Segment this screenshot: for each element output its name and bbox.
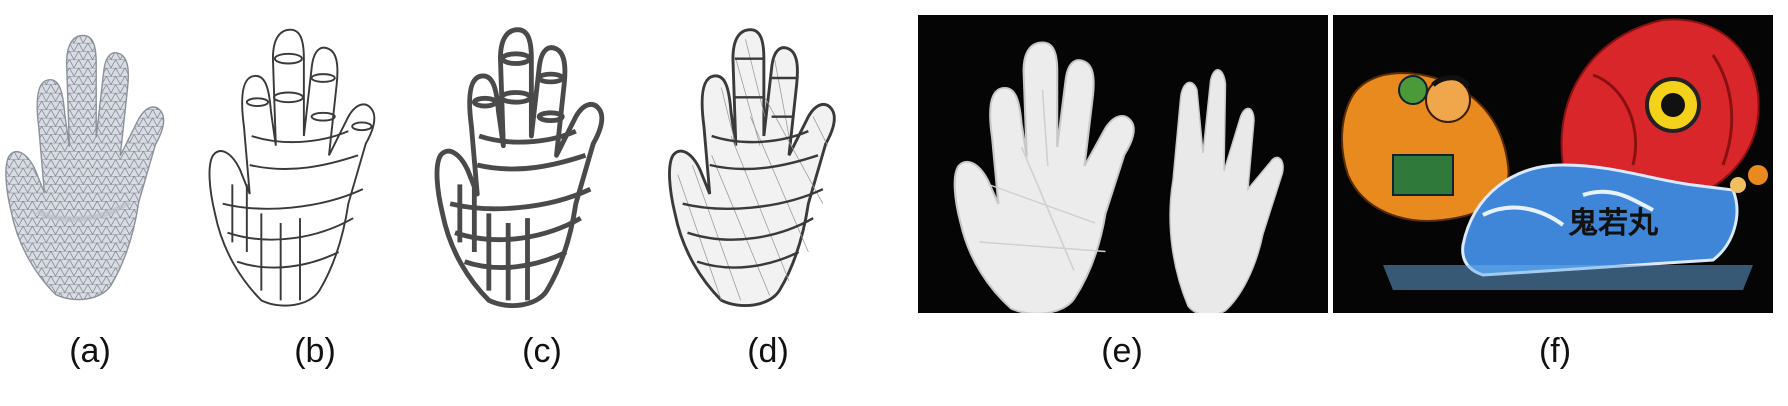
wireframe-hand-image	[200, 20, 400, 310]
panel-c-printed-wire-hand	[430, 20, 625, 310]
printed-wire-hand-image	[430, 20, 625, 310]
caption-d: (d)	[747, 332, 789, 370]
panel-d-paper-strip-hand	[660, 20, 860, 310]
mesh-hand-image	[0, 20, 185, 310]
caption-e: (e)	[1101, 332, 1143, 370]
caption-c: (c)	[522, 332, 562, 370]
lantern-photo: 鬼若丸	[1333, 15, 1773, 313]
paper-hands-photo	[918, 15, 1328, 313]
panel-a-mesh-hand	[0, 20, 185, 310]
caption-f: (f)	[1538, 332, 1572, 370]
paper-strip-hand-image	[660, 20, 860, 310]
caption-b: (b)	[294, 332, 336, 370]
panel-f-lantern-photo: 鬼若丸	[1333, 15, 1773, 313]
panel-b-wireframe-hand	[200, 20, 400, 310]
lantern-kanji-text: 鬼若丸	[1568, 206, 1658, 241]
panel-e-paper-hands-photo	[918, 15, 1328, 313]
caption-a: (a)	[69, 332, 111, 370]
